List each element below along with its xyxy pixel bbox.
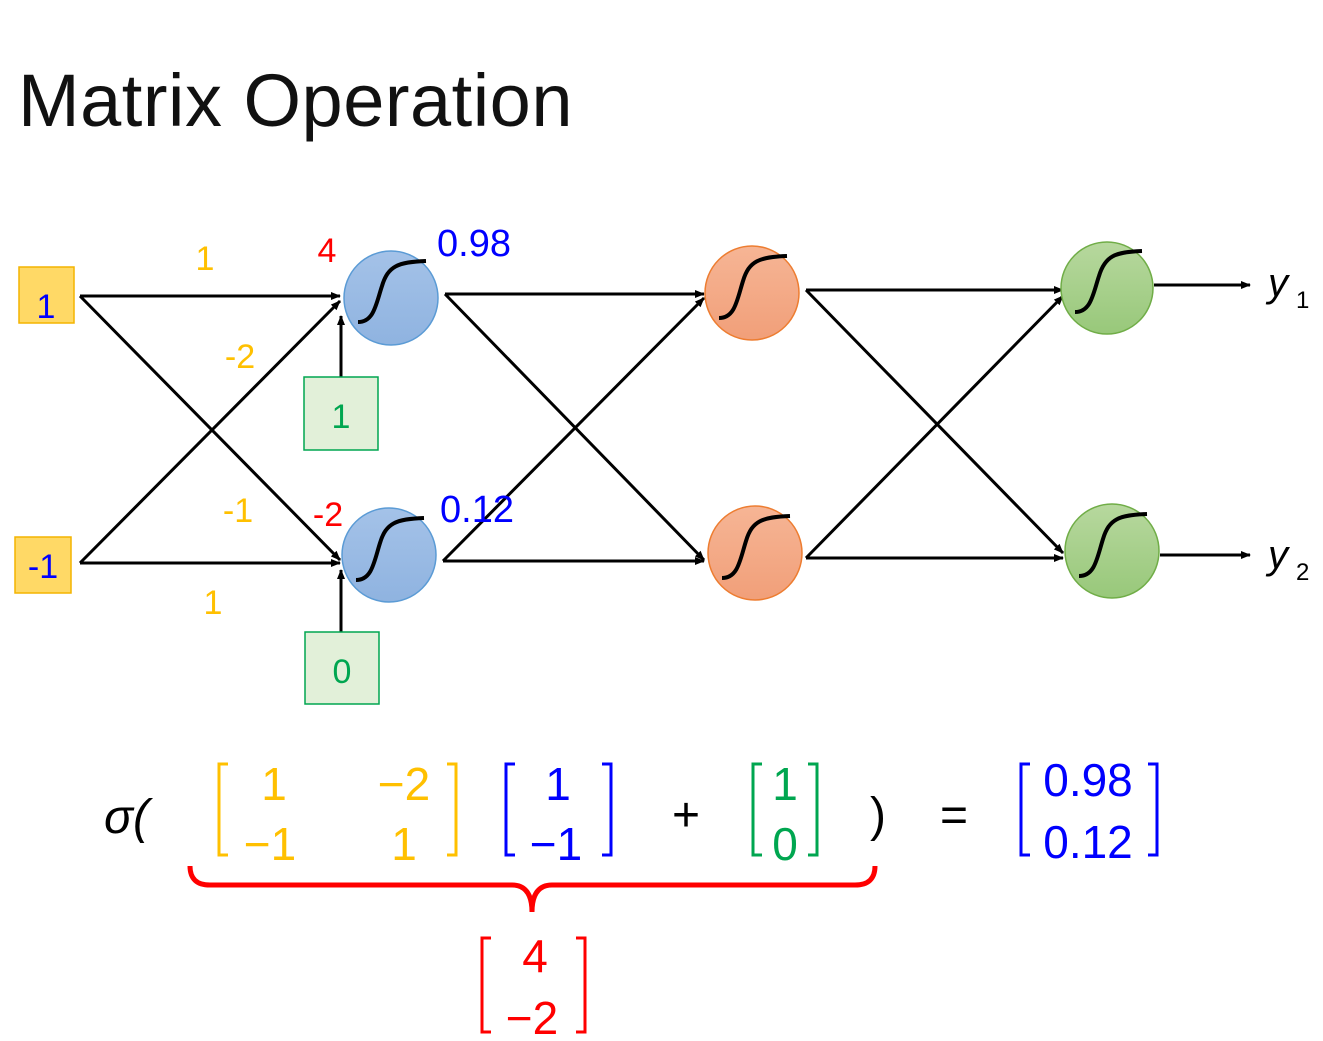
weight-label-w22: 1 bbox=[204, 584, 223, 622]
bias-node-2: 0 bbox=[304, 631, 380, 705]
bias-vector-2: 0 bbox=[772, 818, 798, 870]
result-vector-1: 0.98 bbox=[1043, 754, 1133, 806]
result-vector-2: 0.12 bbox=[1043, 816, 1133, 868]
input-node-2: -1 bbox=[14, 536, 72, 594]
close-paren: ) bbox=[870, 789, 886, 842]
neuron-layer3-2 bbox=[1064, 503, 1160, 599]
weight-label-w12: -2 bbox=[225, 338, 255, 376]
neuron-layer1-1 bbox=[343, 250, 439, 346]
equals-sign: = bbox=[940, 789, 968, 842]
neuron-layer1-2 bbox=[341, 507, 437, 603]
weight-matrix bbox=[217, 762, 458, 857]
svg-text:1: 1 bbox=[1296, 287, 1309, 314]
z-label-2: -2 bbox=[313, 496, 343, 534]
edges-output bbox=[1154, 281, 1251, 559]
bias-value-1: 1 bbox=[332, 398, 351, 436]
input-vector-1: 1 bbox=[545, 758, 571, 810]
z-label-1: 4 bbox=[318, 232, 337, 270]
underbrace bbox=[187, 865, 878, 913]
neuron-layer2-2 bbox=[707, 505, 803, 601]
output-label-1: y 1 bbox=[1265, 261, 1309, 314]
z-vector-2: −2 bbox=[506, 992, 558, 1041]
sigmoid-icon bbox=[718, 254, 788, 320]
neuron-layer3-1 bbox=[1060, 241, 1154, 335]
z-vector-1: 4 bbox=[522, 930, 548, 982]
edges-layer2-layer3 bbox=[804, 286, 1065, 562]
sigmoid-icon bbox=[1078, 512, 1148, 578]
sigmoid-icon bbox=[355, 516, 425, 582]
bias-vector bbox=[751, 762, 819, 857]
svg-text:2: 2 bbox=[1296, 559, 1309, 586]
edge-x1-n12 bbox=[78, 294, 342, 562]
svg-text:y: y bbox=[1265, 533, 1291, 577]
weight-matrix-12: −2 bbox=[378, 758, 430, 810]
z-vector bbox=[480, 936, 587, 1034]
activation-label-1: 0.98 bbox=[437, 223, 511, 265]
edges-layer1-layer2 bbox=[441, 290, 706, 565]
output-label-2: y 2 bbox=[1265, 533, 1309, 586]
sigmoid-icon bbox=[357, 259, 427, 324]
weight-matrix-11: 1 bbox=[261, 758, 287, 810]
activation-label-2: 0.12 bbox=[440, 489, 514, 531]
sigma-symbol: σ( bbox=[104, 791, 154, 844]
plus-sign: + bbox=[672, 789, 700, 842]
bias-value-2: 0 bbox=[333, 653, 352, 691]
weight-matrix-21: −1 bbox=[244, 818, 296, 870]
slide-title: Matrix Operation bbox=[18, 59, 573, 142]
input-vector-2: −1 bbox=[530, 818, 582, 870]
sigmoid-icon bbox=[721, 514, 791, 580]
result-vector bbox=[1019, 762, 1159, 857]
sigmoid-icon bbox=[1074, 249, 1143, 314]
input-vector bbox=[504, 762, 613, 857]
edge-x2-n11 bbox=[78, 299, 342, 565]
input-value-1: 1 bbox=[37, 288, 56, 326]
input-value-2: -1 bbox=[28, 548, 58, 586]
weight-label-w11: 1 bbox=[196, 240, 215, 278]
equation: σ( 1 −2 −1 1 1 −1 + 1 0 bbox=[104, 754, 1159, 1041]
bias-vector-1: 1 bbox=[772, 758, 798, 810]
neuron-layer2-1 bbox=[704, 245, 800, 341]
edges-input-layer1 bbox=[78, 292, 345, 632]
weight-matrix-22: 1 bbox=[391, 818, 417, 870]
weight-label-w21: -1 bbox=[223, 492, 253, 530]
bias-node-1: 1 bbox=[303, 376, 379, 451]
input-node-1: 1 bbox=[18, 266, 75, 326]
svg-text:y: y bbox=[1265, 261, 1291, 305]
